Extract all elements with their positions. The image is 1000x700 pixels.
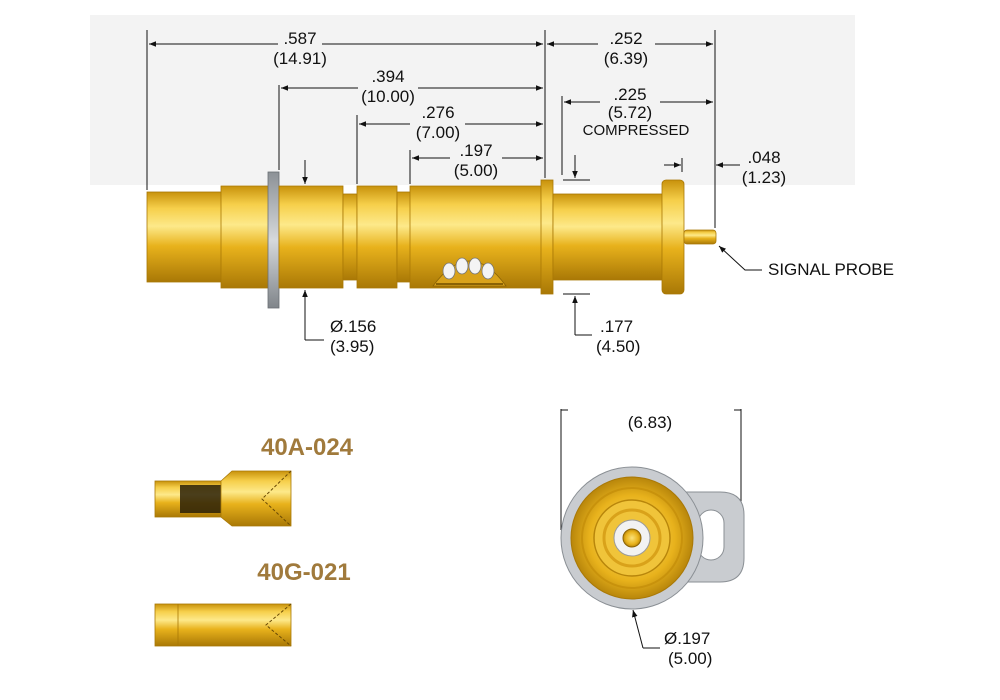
probe-neck-1	[342, 193, 358, 281]
probe-body-ring-3	[356, 185, 398, 289]
dim-overall-in: .587	[283, 29, 316, 48]
probe-side-view	[146, 171, 717, 309]
part-label-40a: 40A-024	[261, 434, 354, 461]
dim-394-mm: (10.00)	[361, 87, 415, 106]
probe-body-ring-2	[278, 185, 344, 289]
probe-flange	[540, 179, 554, 295]
dim-197-mm: (5.00)	[454, 161, 498, 180]
dimension-labels: .587 (14.91) .252 (6.39) .394 (10.00) .2…	[273, 29, 894, 356]
dim-225-mm: (5.72)	[608, 103, 652, 122]
dim-body-dia-mm: (3.95)	[330, 337, 374, 356]
dim-compressed-note: COMPRESSED	[583, 122, 690, 139]
dim-overall-mm: (14.91)	[273, 49, 327, 68]
dim-197-in: .197	[459, 141, 492, 160]
plunger-cap	[661, 179, 685, 295]
end-view-center-pin	[622, 528, 642, 548]
dim-face-dia-mm: (5.00)	[668, 649, 712, 668]
probe-washer	[267, 171, 280, 309]
dim-394-in: .394	[371, 67, 404, 86]
dim-048-mm: (1.23)	[742, 168, 786, 187]
dim-048-in: .048	[747, 148, 780, 167]
dim-flange-in: .177	[600, 317, 633, 336]
probe-end-view: (6.83) Ø.197 (5.00)	[560, 409, 745, 668]
dim-face-dia-in: Ø.197	[664, 629, 710, 648]
dim-276-mm: (7.00)	[416, 123, 460, 142]
plunger-barrel	[552, 193, 666, 281]
probe-tail	[146, 191, 224, 283]
dim-225-in: .225	[613, 85, 646, 104]
dim-276-in: .276	[421, 103, 454, 122]
dimension-lines	[146, 30, 762, 341]
dim-stroke-in: .252	[609, 29, 642, 48]
probe-body-ring-1	[220, 185, 270, 289]
probe-neck-2	[396, 191, 412, 283]
part-variant-40g-021: 40G-021	[154, 559, 351, 647]
signal-probe-pin	[683, 229, 717, 245]
part-label-40g: 40G-021	[257, 559, 350, 586]
dim-stroke-mm: (6.39)	[604, 49, 648, 68]
spring-coils	[442, 257, 495, 280]
dim-face-width-mm: (6.83)	[628, 413, 672, 432]
signal-probe-callout: SIGNAL PROBE	[768, 260, 894, 279]
background-band	[90, 15, 855, 185]
dim-flange-mm: (4.50)	[596, 337, 640, 356]
part-variant-40a-024: 40A-024	[154, 434, 354, 527]
dim-body-dia-in: Ø.156	[330, 317, 376, 336]
